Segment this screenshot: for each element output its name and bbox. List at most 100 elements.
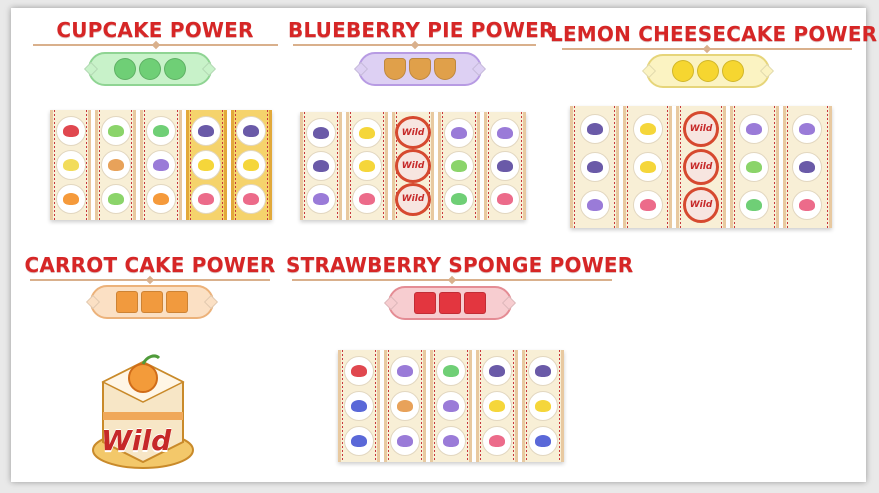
- panel-title-cupcake: CUPCAKE POWER: [56, 18, 254, 42]
- reel: [729, 106, 779, 228]
- reel: Wild Wild Wild: [676, 106, 726, 228]
- reel: [438, 112, 480, 220]
- strawberry-sponge-icon: [439, 292, 461, 314]
- reel: [782, 106, 833, 228]
- macaron-pink-icon: [792, 190, 823, 220]
- panel-title-strawberry-sponge: STRAWBERRY SPONGE POWER: [286, 253, 634, 277]
- reel: [522, 350, 564, 462]
- reel: [50, 110, 92, 220]
- macaron-purple-icon: [579, 190, 610, 220]
- blueberry-pie-icon: [434, 58, 456, 80]
- macaron-blue-icon: [528, 425, 558, 456]
- wild-icon: Wild: [395, 116, 431, 150]
- reel: [430, 350, 472, 462]
- panel-title-lemon-cheesecake: LEMON CHEESECAKE POWER: [550, 22, 878, 46]
- cupcake-icon: [114, 58, 136, 80]
- macaron-orange-icon: [55, 184, 86, 214]
- reel: [570, 106, 620, 228]
- macaron-blue-icon: [344, 425, 374, 456]
- cupcake-icon: [139, 58, 161, 80]
- cupcake-icon: [444, 184, 474, 215]
- title-divider: [293, 44, 536, 46]
- macaron-purple-icon: [390, 425, 420, 456]
- strawberry-sponge-icon: [55, 116, 86, 146]
- macaron-purple-icon: [146, 150, 176, 180]
- macaron-purple-icon: [390, 356, 420, 387]
- cupcake-icon: [146, 116, 176, 146]
- reel: [384, 350, 426, 462]
- macaron-purple-icon: [792, 114, 823, 144]
- carrot-cake-icon: [116, 291, 138, 313]
- lemon-cheesecake-icon: [672, 60, 694, 82]
- blueberry-pie-icon: [191, 116, 222, 146]
- carrot-cake-icon: [141, 291, 163, 313]
- lemon-cheesecake-icon: [632, 114, 663, 144]
- cupcake-icon: [436, 356, 466, 387]
- macaron-purple-icon: [739, 114, 770, 144]
- reels-grid-blueberry-pie: Wild Wild Wild: [300, 112, 526, 220]
- wild-label: Wild: [689, 200, 713, 210]
- panel-title-blueberry-pie: BLUEBERRY PIE POWER: [288, 18, 555, 42]
- cupcake-icon: [164, 58, 186, 80]
- reel: [338, 350, 380, 462]
- blueberry-pie-icon: [528, 356, 558, 387]
- reel: [95, 110, 137, 220]
- blueberry-pie-icon: [792, 152, 823, 182]
- macaron-pink-icon: [236, 184, 267, 214]
- reel-expanded: [230, 110, 273, 220]
- reel: [140, 110, 182, 220]
- macaron-yellow-icon: [55, 150, 86, 180]
- lemon-cheesecake-icon: [722, 60, 744, 82]
- wild-label: Wild: [401, 127, 425, 138]
- blueberry-pie-power-plaque: [358, 52, 482, 86]
- macaron-pink-icon: [482, 425, 512, 456]
- wild-icon: Wild: [395, 182, 431, 216]
- title-divider: [292, 279, 612, 281]
- carrot-cake-wild-icon: Wild: [89, 342, 197, 472]
- macaron-green-icon: [739, 152, 770, 182]
- macaron-purple-icon: [436, 390, 466, 421]
- blueberry-pie-icon: [579, 152, 610, 182]
- blueberry-pie-icon: [306, 150, 336, 181]
- macaron-pink-icon: [632, 190, 663, 220]
- macaron-purple-icon: [490, 117, 520, 148]
- lemon-cheesecake-icon: [697, 60, 719, 82]
- cupcake-icon: [739, 190, 770, 220]
- macaron-orange-icon: [146, 184, 176, 214]
- carrot-cake-icon: [390, 390, 420, 421]
- wild-icon: Wild: [395, 149, 431, 183]
- macaron-purple-icon: [444, 117, 474, 148]
- lemon-cheesecake-icon: [482, 390, 512, 421]
- lemon-cheesecake-icon: [352, 117, 382, 148]
- wild-label: Wild: [401, 160, 425, 171]
- title-divider: [33, 44, 278, 46]
- blueberry-pie-icon: [490, 150, 520, 181]
- macaron-purple-icon: [306, 184, 336, 215]
- wild-label: Wild: [689, 162, 713, 172]
- reels-grid-cupcake: [50, 110, 273, 220]
- macaron-green-icon: [444, 150, 474, 181]
- strawberry-sponge-icon: [414, 292, 436, 314]
- blueberry-pie-icon: [384, 58, 406, 80]
- reel-expanded: [185, 110, 227, 220]
- wild-icon: Wild: [683, 149, 719, 185]
- macaron-blue-icon: [344, 390, 374, 421]
- blueberry-pie-icon: [306, 117, 336, 148]
- wild-label: Wild: [401, 194, 425, 205]
- title-divider: [562, 48, 852, 50]
- macaron-purple-icon: [436, 425, 466, 456]
- blueberry-pie-icon: [482, 356, 512, 387]
- reels-grid-strawberry-sponge: [338, 350, 564, 462]
- wild-label: Wild: [101, 424, 172, 457]
- macaron-pink-icon: [352, 184, 382, 215]
- lemon-cheesecake-icon: [632, 152, 663, 182]
- blueberry-pie-icon: [409, 58, 431, 80]
- panel-title-carrot-cake: CARROT CAKE POWER: [24, 253, 276, 277]
- lemon-cheesecake-power-plaque: [646, 54, 770, 88]
- lemon-cheesecake-icon: [528, 390, 558, 421]
- strawberry-sponge-power-plaque: [388, 286, 512, 320]
- macaron-green-icon: [100, 116, 131, 146]
- blueberry-pie-icon: [236, 116, 267, 146]
- wild-icon: Wild: [683, 111, 719, 147]
- reel: [476, 350, 518, 462]
